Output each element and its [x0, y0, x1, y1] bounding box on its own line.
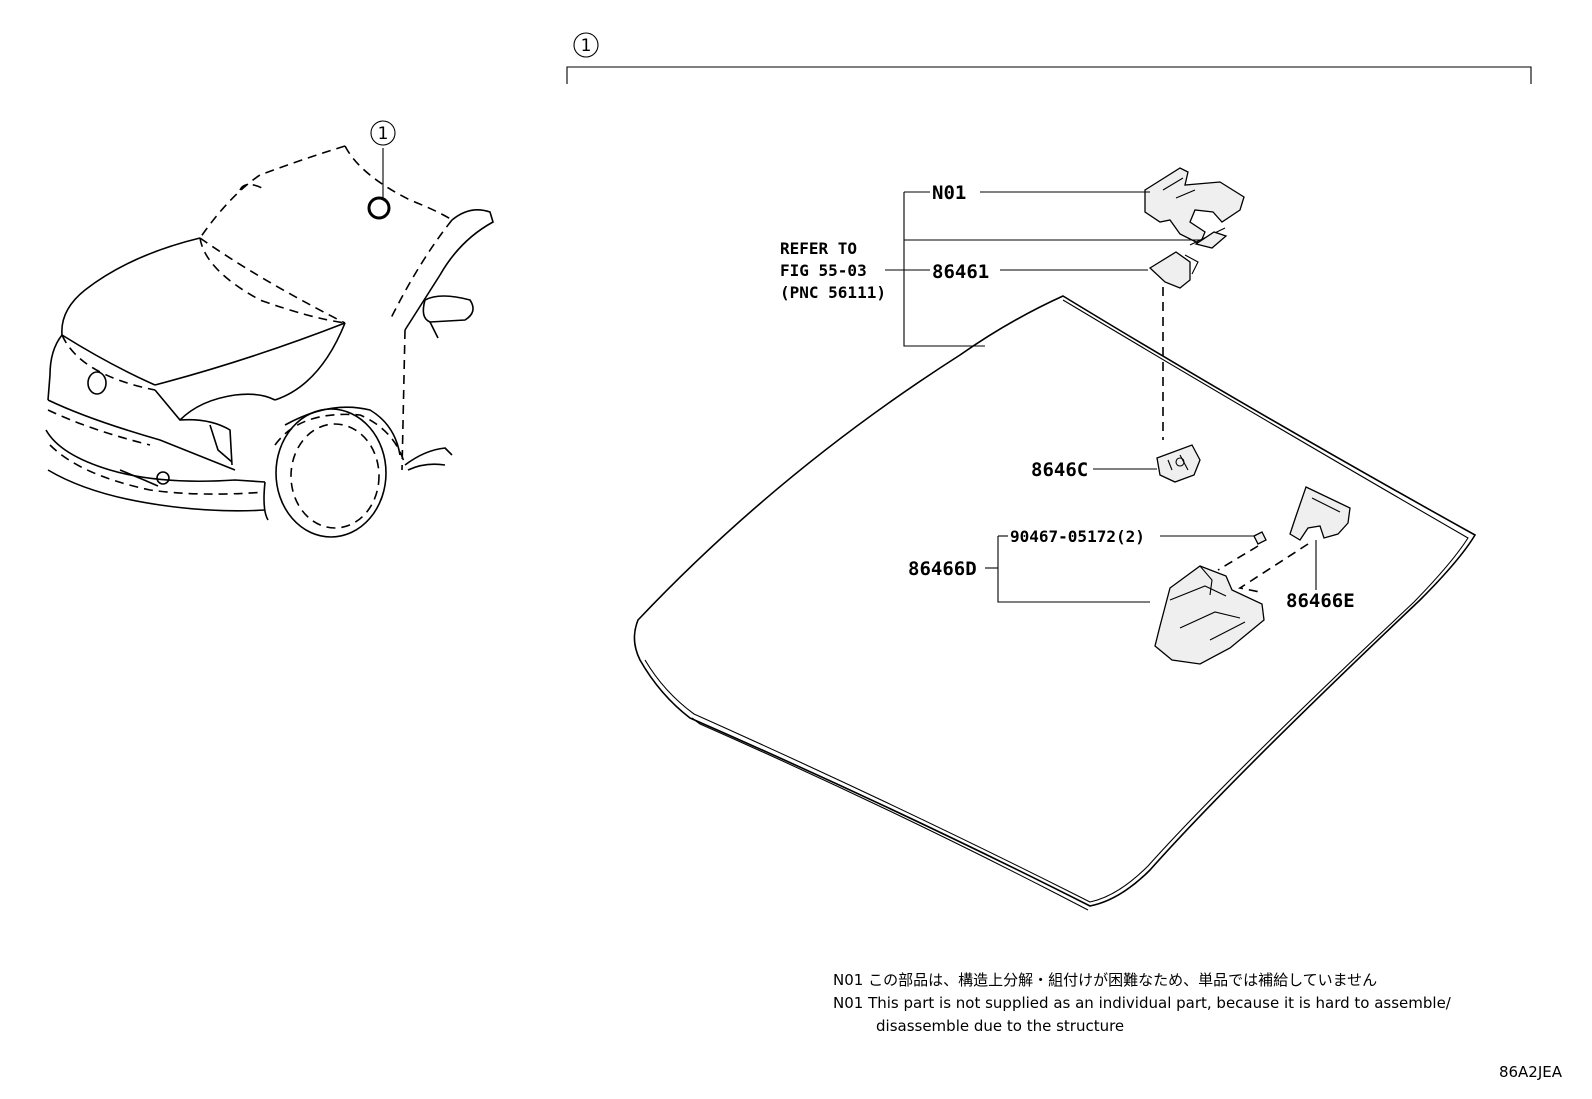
callout-circle-icon — [573, 32, 599, 58]
callout-circle-icon — [370, 120, 396, 146]
part-86466d-housing[interactable] — [1154, 565, 1265, 665]
label-refer-line3: (PNC 56111) — [780, 283, 886, 302]
label-86466d[interactable]: 86466D — [908, 558, 977, 580]
note-japanese: N01 この部品は、構造上分解・組付けが困難なため、単品では補給していません — [833, 971, 1378, 989]
part-90467-screw[interactable] — [1253, 531, 1267, 545]
part-86461-cover[interactable] — [1148, 251, 1199, 289]
assembly-bracket-line — [566, 66, 1532, 84]
leader-dash-plate — [1237, 543, 1309, 593]
part-8646c-bracket[interactable] — [1156, 444, 1201, 483]
note-english-line2: disassemble due to the structure — [876, 1017, 1125, 1035]
note-english-line1: N01 This part is not supplied as an indi… — [833, 994, 1451, 1012]
label-refer-line2: FIG 55-03 — [780, 261, 867, 280]
callout-number: 1 — [378, 124, 389, 144]
label-90467[interactable]: 90467-05172(2) — [1010, 527, 1145, 546]
windshield-glass — [633, 295, 1477, 911]
leaders — [885, 191, 1317, 603]
label-refer-line1: REFER TO — [780, 239, 857, 258]
leader-dash-screw — [1217, 545, 1259, 571]
vehicle-illustration: 1 — [45, 120, 494, 538]
figure-id: 86A2JEA — [1498, 1063, 1562, 1081]
callout-number: 1 — [581, 36, 592, 56]
label-8646c[interactable]: 8646C — [1031, 459, 1088, 481]
part-n01-bracket[interactable] — [1144, 167, 1245, 249]
sensor-location-marker[interactable] — [367, 196, 391, 220]
assembly-callout[interactable]: 1 — [573, 32, 599, 58]
label-86461[interactable]: 86461 — [932, 261, 989, 283]
vehicle-callout[interactable]: 1 — [370, 120, 396, 146]
label-n01[interactable]: N01 — [932, 182, 966, 204]
part-86466e-plate[interactable] — [1289, 486, 1351, 541]
label-86466e[interactable]: 86466E — [1286, 590, 1355, 612]
